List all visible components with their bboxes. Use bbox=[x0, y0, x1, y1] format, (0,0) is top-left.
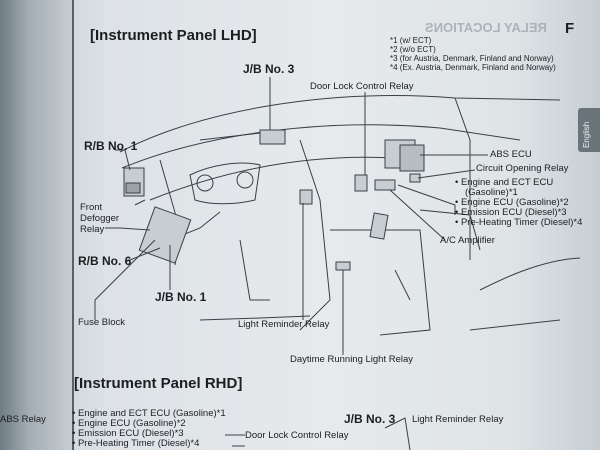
light-reminder-relay-box bbox=[299, 189, 313, 205]
rhd-label-light-reminder: Light Reminder Relay bbox=[412, 414, 504, 425]
label-circuit-opening: Circuit Opening Relay bbox=[476, 163, 569, 174]
page-letter: F bbox=[565, 20, 575, 37]
rhd-bullet-1: • Engine and ECT ECU (Gasoline)*1 bbox=[72, 408, 226, 419]
bullet-engine-ecu: • Engine ECU (Gasoline)*2 bbox=[455, 197, 569, 208]
bullet-emission-text: Emission ECU (Diesel)*3 bbox=[460, 207, 567, 218]
bullet-preheat-text: Pre-Heating Timer (Diesel)*4 bbox=[460, 217, 583, 228]
rhd-bullet-4: • Pre-Heating Timer (Diesel)*4 bbox=[72, 438, 200, 449]
rhd-label-door-lock: Door Lock Control Relay bbox=[245, 430, 349, 441]
rhd-bullet-2: • Engine ECU (Gasoline)*2 bbox=[72, 418, 186, 429]
rhd-heading: [Instrument Panel RHD] bbox=[74, 375, 243, 392]
bullet-preheat: • Pre-Heating Timer (Diesel)*4 bbox=[455, 217, 583, 228]
rhd-bullet-3: • Emission ECU (Diesel)*3 bbox=[72, 428, 184, 439]
label-daytime-running: Daytime Running Light Relay bbox=[290, 354, 414, 365]
lhd-heading: [Instrument Panel LHD] bbox=[90, 27, 257, 44]
instrument-cluster bbox=[189, 162, 261, 205]
label-door-lock: Door Lock Control Relay bbox=[310, 81, 414, 92]
left-page-abs-relay: ABS Relay bbox=[0, 414, 46, 425]
rhd-label-jb3: J/B No. 3 bbox=[344, 412, 396, 426]
label-fuse-block: Fuse Block bbox=[78, 317, 125, 328]
label-front-defogger-1: Front bbox=[80, 202, 103, 213]
bullet-engine-ecu-text: Engine ECU (Gasoline)*2 bbox=[460, 197, 569, 208]
bullet-emission: • Emission ECU (Diesel)*3 bbox=[455, 207, 567, 218]
jb3-box bbox=[259, 129, 286, 145]
label-ac-amplifier: A/C Amplifier bbox=[440, 235, 495, 246]
label-rb1: R/B No. 1 bbox=[84, 139, 138, 153]
language-tab: English bbox=[578, 108, 600, 152]
label-abs-ecu: ABS ECU bbox=[490, 149, 532, 160]
engine-ecu-box bbox=[374, 179, 396, 191]
label-front-defogger-2: Defogger bbox=[80, 213, 120, 224]
note-3: *3 (for Austria, Denmark, Finland and No… bbox=[390, 54, 554, 63]
rhd-bullet-3-text: Emission ECU (Diesel)*3 bbox=[77, 428, 184, 439]
note-2: *2 (w/o ECT) bbox=[390, 45, 436, 54]
windshield-edge bbox=[119, 95, 561, 153]
book-spine bbox=[0, 0, 72, 450]
rhd-bullet-4-text: Pre-Heating Timer (Diesel)*4 bbox=[77, 438, 200, 449]
daytime-relay-box bbox=[335, 261, 351, 271]
rhd-bullet-1-text: Engine and ECT ECU (Gasoline)*1 bbox=[77, 408, 226, 419]
dash-top bbox=[121, 124, 521, 169]
bullet-engine-ect: • Engine and ECT ECU bbox=[455, 177, 554, 188]
note-1: *1 (w/ ECT) bbox=[390, 36, 432, 45]
label-rb6: R/B No. 6 bbox=[78, 254, 132, 268]
spine-edge bbox=[72, 0, 74, 450]
label-jb3: J/B No. 3 bbox=[243, 62, 295, 76]
note-4: *4 (Ex. Austria, Denmark, Finland and No… bbox=[390, 63, 556, 72]
fuse-block-box bbox=[138, 206, 192, 264]
bullet-engine-ect-text: Engine and ECT ECU bbox=[460, 177, 554, 188]
gear-lever bbox=[369, 212, 389, 240]
label-front-defogger-3: Relay bbox=[80, 224, 105, 235]
door-lock-relay-box bbox=[354, 174, 368, 192]
label-jb1: J/B No. 1 bbox=[155, 290, 207, 304]
bullet-engine-ect-sub: (Gasoline)*1 bbox=[465, 187, 518, 198]
label-light-reminder: Light Reminder Relay bbox=[238, 319, 330, 330]
rhd-bullet-2-text: Engine ECU (Gasoline)*2 bbox=[77, 418, 186, 429]
